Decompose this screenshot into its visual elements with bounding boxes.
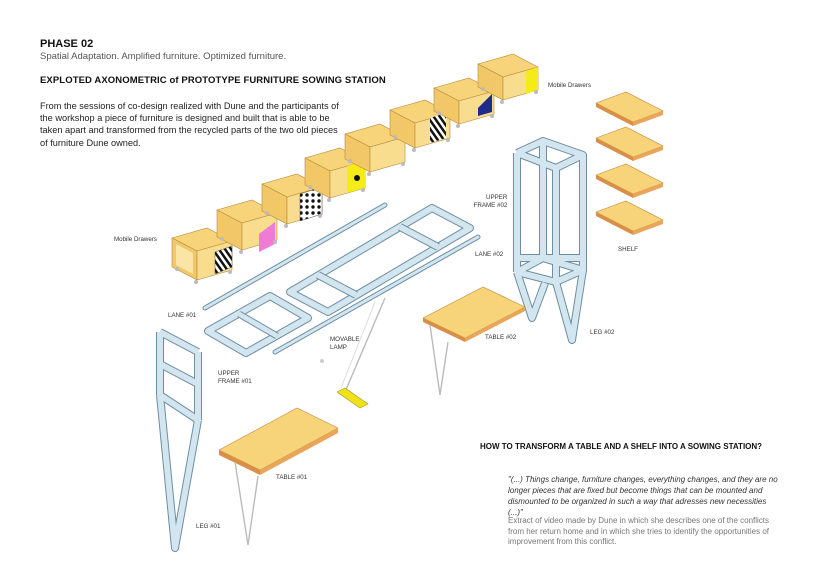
movable-lamp (320, 297, 386, 409)
mobile-drawer-6 (389, 99, 451, 152)
label-upper-frame-02: UPPER FRAME #02 (473, 194, 508, 209)
table-01 (218, 407, 339, 546)
table-02 (422, 286, 526, 396)
label-mobile-drawers-top: Mobile Drawers (548, 82, 591, 89)
transform-quote: "(...) Things change, furniture changes,… (508, 475, 778, 517)
mobile-drawer-3 (261, 173, 323, 228)
lane-01 (202, 202, 388, 311)
label-leg-01: LEG #01 (196, 523, 221, 530)
label-table-02: TABLE #02 (485, 334, 517, 341)
intro-paragraph: From the sessions of co-design realized … (40, 101, 339, 148)
upper-frame-01 (204, 292, 312, 357)
label-lane-01: LANE #01 (168, 312, 197, 319)
lane-02 (272, 234, 481, 355)
phase-subtitle: Spatial Adaptation. Amplified furniture.… (40, 51, 287, 62)
label-table-01: TABLE #01 (276, 474, 308, 481)
shelf-board-1 (595, 91, 664, 126)
mobile-drawer-4 (304, 147, 366, 202)
transform-extract: Extract of video made by Dune in which s… (508, 516, 770, 546)
label-upper-frame-01: UPPER FRAME #01 (218, 370, 252, 385)
upper-frame-02 (286, 204, 474, 316)
shelf-board-2 (595, 126, 664, 161)
shelf-board-3 (595, 163, 664, 198)
phase-title: PHASE 02 (40, 38, 94, 50)
label-lane-02: LANE #02 (475, 251, 504, 258)
label-shelf: SHELF (618, 246, 638, 253)
label-mobile-drawers-left: Mobile Drawers (114, 236, 157, 243)
label-movable-lamp: MOVABLE LAMP (330, 336, 360, 351)
transform-heading: HOW TO TRANSFORM A TABLE AND A SHELF INT… (480, 442, 763, 451)
leg-02 (513, 137, 587, 344)
shelf-board-4 (595, 200, 664, 235)
leg-01 (156, 328, 202, 552)
label-leg-02: LEG #02 (590, 329, 615, 336)
mobile-drawer-8 (477, 53, 539, 104)
section-heading: EXPLOTED AXONOMETRIC of PROTOTYPE FURNIT… (40, 75, 386, 86)
